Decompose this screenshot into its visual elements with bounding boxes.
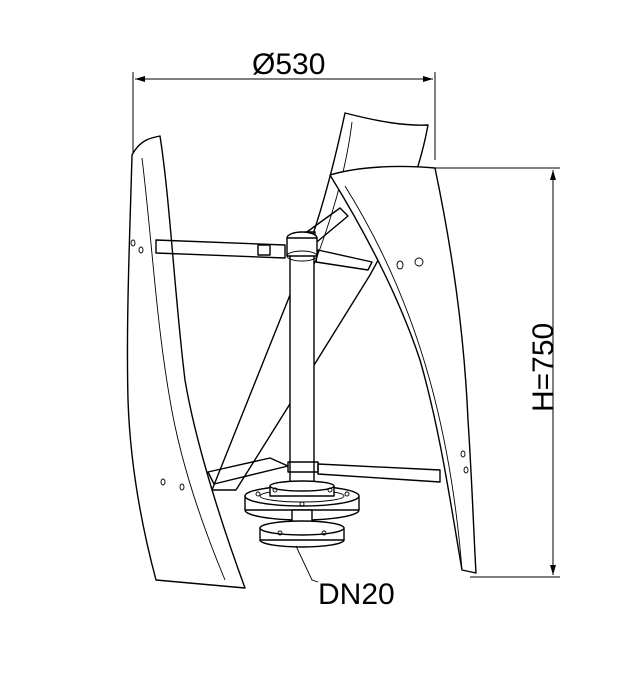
pipe-label: DN20 xyxy=(318,578,395,611)
left-blade xyxy=(126,135,246,589)
height-label: H=750 xyxy=(527,323,560,412)
diameter-label: Ø530 xyxy=(252,48,325,81)
central-shaft xyxy=(286,231,318,487)
pipe-callout: DN20 xyxy=(295,545,395,611)
base-flange xyxy=(244,480,360,548)
height-dimension: H=750 xyxy=(430,167,560,578)
right-blade xyxy=(329,165,477,574)
lower-arms xyxy=(207,457,441,485)
diameter-dimension: Ø530 xyxy=(132,48,436,160)
